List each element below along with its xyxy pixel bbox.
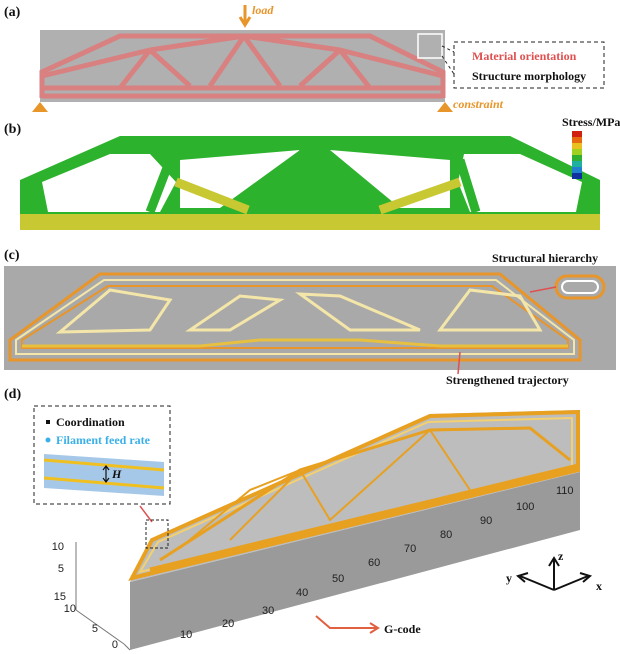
x-tick-110: 110 xyxy=(556,485,574,497)
panel-b: (b) Stress/MPa xyxy=(4,115,620,230)
x-tick-20: 20 xyxy=(222,618,234,630)
panel-d-label: (d) xyxy=(4,387,21,402)
x-tick-40: 40 xyxy=(296,587,308,599)
x-tick-50: 50 xyxy=(332,573,344,585)
panel-a: (a) load constraint Material orientation… xyxy=(4,3,605,112)
panel-a-label: (a) xyxy=(4,5,21,20)
y-tick-15: 15 xyxy=(54,591,66,603)
coordination-marker xyxy=(46,420,50,424)
z-tick-10: 10 xyxy=(52,541,64,553)
x-tick-60: 60 xyxy=(368,557,380,569)
axis-z-label: z xyxy=(558,549,564,563)
panel-b-label: (b) xyxy=(4,122,21,137)
trajectory-label: Strengthened trajectory xyxy=(446,373,569,387)
colorbar-title: Stress/MPa xyxy=(562,115,620,129)
constraint-label: constraint xyxy=(453,97,504,111)
z-tick-5: 5 xyxy=(58,563,64,575)
axes-triad-icon xyxy=(515,556,593,591)
inset-coordination: Coordination xyxy=(56,415,125,429)
axis-x-label: x xyxy=(596,579,602,593)
legend-leader xyxy=(441,45,455,75)
inset-feed-rate: Filament feed rate xyxy=(56,433,151,447)
trajectory-leader xyxy=(457,351,461,375)
colorbar xyxy=(572,131,582,179)
feed-rate-marker xyxy=(45,437,51,443)
y-tick-0: 0 xyxy=(112,639,118,651)
x-tick-10: 10 xyxy=(180,629,192,641)
inset-layer-top xyxy=(43,458,165,472)
x-tick-90: 90 xyxy=(480,515,492,527)
gcode-label: G-code xyxy=(384,622,421,636)
x-tick-80: 80 xyxy=(440,529,452,541)
x-tick-70: 70 xyxy=(404,543,416,555)
trajectory-paths xyxy=(8,272,582,362)
truss-a xyxy=(39,33,446,99)
inset-source-box xyxy=(145,519,169,549)
legend-structure: Structure morphology xyxy=(472,69,586,83)
x-tick-30: 30 xyxy=(262,605,274,617)
y-tick-10: 10 xyxy=(64,603,76,615)
panel-d: (d) 10 5 15 10 5 0 10 20 30 4 xyxy=(4,387,602,651)
stress-truss xyxy=(20,136,600,230)
hierarchy-leader xyxy=(529,286,557,293)
x-tick-100: 100 xyxy=(516,501,534,513)
panel-c: (c) Structural hierarchy Strengthened tr… xyxy=(4,248,616,387)
support-left-icon xyxy=(32,102,48,112)
inset-h: H xyxy=(111,467,122,481)
inset-layer-bottom xyxy=(43,476,165,490)
support-right-icon xyxy=(437,102,453,112)
beam-toolpath xyxy=(128,409,580,581)
axis-y-label: y xyxy=(506,571,512,585)
h-arrow-icon xyxy=(102,465,110,483)
panel-c-label: (c) xyxy=(4,248,20,263)
beam-side xyxy=(130,472,580,650)
load-label: load xyxy=(252,3,274,17)
inset-leader xyxy=(139,505,153,523)
beam-top xyxy=(130,410,580,582)
x-ticks: 10 20 30 40 50 60 70 80 90 100 110 xyxy=(180,485,574,641)
hierarchy-label: Structural hierarchy xyxy=(492,251,598,265)
legend-material: Material orientation xyxy=(472,49,577,63)
y-tick-5: 5 xyxy=(92,623,98,635)
load-arrow-icon xyxy=(238,5,252,28)
axes-frame xyxy=(75,542,131,651)
trajectory-background xyxy=(4,266,616,370)
gcode-arrow-icon xyxy=(315,615,376,629)
hierarchy-inset-inner xyxy=(561,280,599,294)
